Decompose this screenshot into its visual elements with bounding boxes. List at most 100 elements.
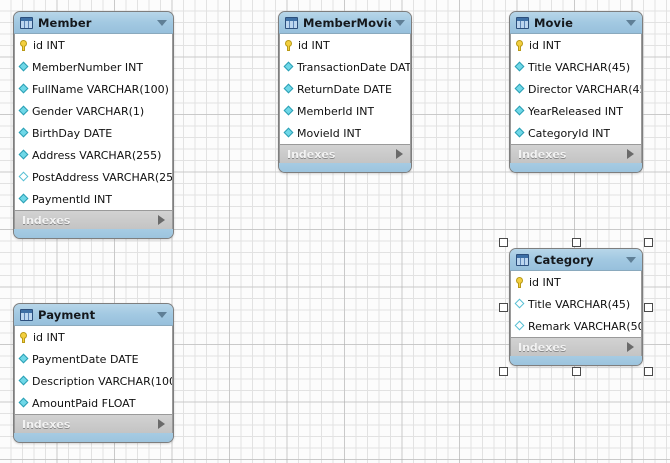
indexes-section-toggle[interactable]: Indexes [510,144,642,163]
column-label: ReturnDate DATE [297,82,392,96]
resize-handle-n[interactable] [572,238,581,247]
resize-handle-se[interactable] [644,367,653,376]
table-icon [20,308,33,321]
column-label: TransactionDate DATE [297,60,410,74]
column-row[interactable]: TransactionDate DATE [280,56,410,78]
column-row[interactable]: id INT [511,34,641,56]
column-row[interactable]: MemberId INT [280,100,410,122]
column-row[interactable]: id INT [15,326,172,348]
column-label: CategoryId INT [528,126,611,140]
key-icon [18,39,30,51]
chevron-down-icon[interactable] [157,311,167,318]
table-header[interactable]: Payment [14,304,173,326]
chevron-right-icon[interactable] [627,342,634,352]
indexes-label: Indexes [518,340,567,354]
column-row[interactable]: PaymentDate DATE [15,348,172,370]
diamond-icon [18,398,29,409]
column-row[interactable]: BirthDay DATE [15,122,172,144]
resize-handle-sw[interactable] [499,367,508,376]
table-header[interactable]: Category [510,249,642,271]
column-row[interactable]: YearReleased INT [511,100,641,122]
chevron-right-icon[interactable] [396,149,403,159]
column-row[interactable]: AmountPaid FLOAT [15,392,172,414]
table-footer [510,163,642,172]
column-row[interactable]: PaymentId INT [15,188,172,210]
diamond-icon [18,106,29,117]
table-footer [510,356,642,365]
indexes-section-toggle[interactable]: Indexes [14,414,173,433]
column-label: BirthDay DATE [32,126,113,140]
column-row[interactable]: Gender VARCHAR(1) [15,100,172,122]
diamond-icon [283,128,294,139]
column-label: id INT [33,330,65,344]
table-title: Movie [534,15,574,30]
diamond-icon [18,84,29,95]
resize-handle-e[interactable] [644,303,653,312]
table-header[interactable]: Movie [510,12,642,34]
column-row[interactable]: id INT [280,34,410,56]
table-title: Category [534,252,594,267]
resize-handle-w[interactable] [499,303,508,312]
column-label: id INT [529,38,561,52]
column-row[interactable]: Director VARCHAR(45) [511,78,641,100]
chevron-right-icon[interactable] [158,419,165,429]
column-label: PaymentDate DATE [32,352,139,366]
column-label: MovieId INT [297,126,362,140]
indexes-label: Indexes [22,213,71,227]
chevron-down-icon[interactable] [626,19,636,26]
column-label: YearReleased INT [528,104,623,118]
column-row[interactable]: id INT [15,34,172,56]
table-columns: id INT TransactionDate DATE ReturnDate DAT… [279,34,411,144]
column-label: Description VARCHAR(100) [32,374,172,388]
column-label: MemberNumber INT [32,60,144,74]
column-row[interactable]: CategoryId INT [511,122,641,144]
chevron-down-icon[interactable] [395,19,405,26]
table-node-category[interactable]: Category id INT Title VARCHAR(45) Remark VA… [509,248,643,366]
table-footer [279,163,411,172]
table-header[interactable]: Member [14,12,173,34]
table-icon [516,253,529,266]
column-row[interactable]: ReturnDate DATE [280,78,410,100]
column-label: Address VARCHAR(255) [32,148,162,162]
table-node-payment[interactable]: Payment id INT PaymentDate DATE Description… [13,303,174,443]
chevron-down-icon[interactable] [157,19,167,26]
diamond-icon [18,128,29,139]
resize-handle-ne[interactable] [644,238,653,247]
column-row[interactable]: Address VARCHAR(255) [15,144,172,166]
column-row[interactable]: id INT [511,271,641,293]
diamond-icon [514,62,525,73]
indexes-section-toggle[interactable]: Indexes [279,144,411,163]
column-row[interactable]: PostAddress VARCHAR(255) [15,166,172,188]
column-label: Title VARCHAR(45) [528,60,631,74]
diamond-icon [18,62,29,73]
indexes-section-toggle[interactable]: Indexes [14,210,173,229]
chevron-down-icon[interactable] [626,256,636,263]
column-row[interactable]: Remark VARCHAR(500) [511,315,641,337]
indexes-section-toggle[interactable]: Indexes [510,337,642,356]
column-row[interactable]: FullName VARCHAR(100) [15,78,172,100]
table-header[interactable]: MemberMovie [279,12,411,34]
table-footer [14,433,173,442]
column-label: id INT [33,38,65,52]
diamond-icon [18,376,29,387]
column-row[interactable]: MemberNumber INT [15,56,172,78]
table-node-movie[interactable]: Movie id INT Title VARCHAR(45) Director VAR… [509,11,643,173]
resize-handle-s[interactable] [572,367,581,376]
resize-handle-nw[interactable] [499,238,508,247]
diamond-icon [18,150,29,161]
column-row[interactable]: Description VARCHAR(100) [15,370,172,392]
chevron-right-icon[interactable] [158,215,165,225]
column-row[interactable]: Title VARCHAR(45) [511,293,641,315]
column-label: Director VARCHAR(45) [528,82,641,96]
table-title: Payment [38,307,96,322]
diamond-hollow-icon [18,172,29,183]
column-label: Title VARCHAR(45) [528,297,631,311]
chevron-right-icon[interactable] [627,149,634,159]
diamond-icon [514,84,525,95]
column-row[interactable]: Title VARCHAR(45) [511,56,641,78]
table-node-member[interactable]: Member id INT MemberNumber INT FullName VAR… [13,11,174,239]
column-label: AmountPaid FLOAT [32,396,136,410]
column-row[interactable]: MovieId INT [280,122,410,144]
